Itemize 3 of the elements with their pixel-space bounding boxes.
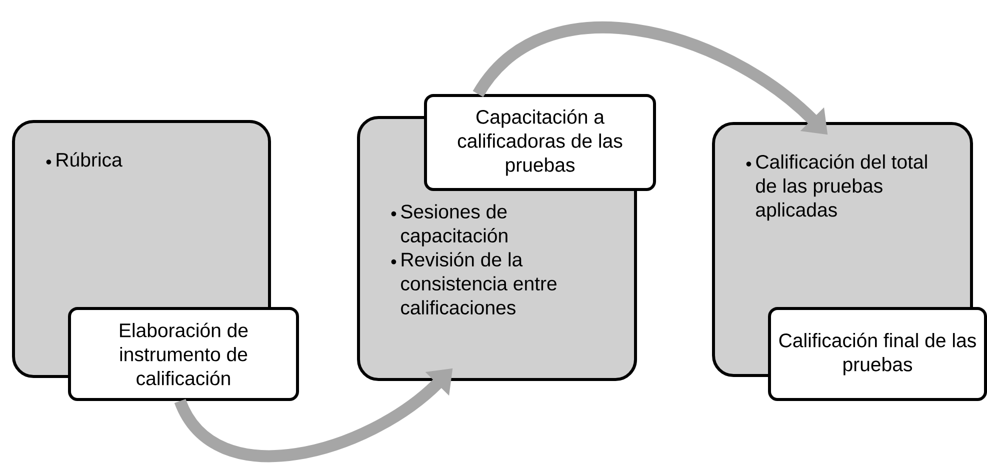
label-box: Elaboración de instrumento de calificación: [68, 307, 299, 401]
label-box: Calificación final de las pruebas: [768, 307, 987, 401]
label-box: Capacitación a calificadoras de las pruebas: [424, 94, 656, 191]
